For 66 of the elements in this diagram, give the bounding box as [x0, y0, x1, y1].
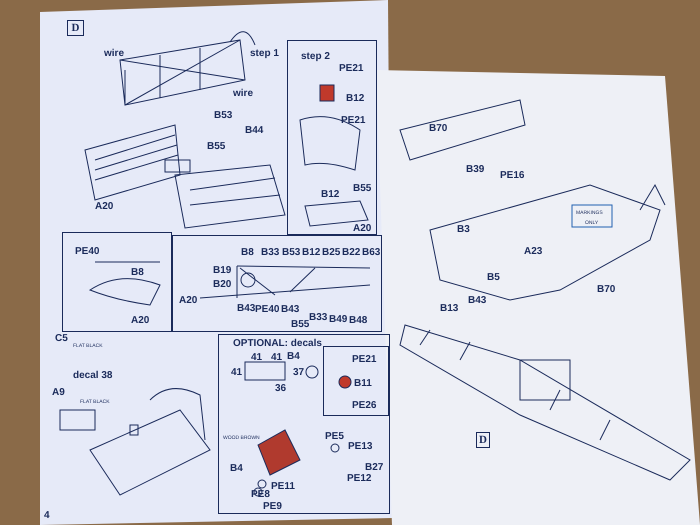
decal-number: 41 — [251, 352, 262, 363]
part-number: B43 — [237, 303, 256, 314]
step-label: OPTIONAL: decals — [233, 338, 322, 349]
part-number: PE26 — [352, 400, 376, 411]
part-number: PE40 — [75, 246, 100, 257]
part-number: A9 — [52, 387, 65, 398]
part-number: B33 — [309, 312, 328, 323]
step-label: step 2 — [301, 51, 330, 62]
part-number: PE12 — [347, 473, 372, 484]
part-number: decal 38 — [73, 370, 112, 381]
part-number: PE16 — [500, 170, 524, 181]
part-number: A23 — [524, 246, 542, 257]
part-number: PE9 — [263, 501, 282, 512]
part-number: B70 — [429, 123, 448, 134]
wire-label: wire — [104, 48, 124, 59]
part-number: A20 — [179, 295, 198, 306]
part-number: B20 — [213, 279, 232, 290]
part-number: PE13 — [348, 441, 372, 452]
part-number: B11 — [354, 378, 372, 389]
part-number: B3 — [457, 224, 470, 235]
decal-number: 41 — [231, 367, 242, 378]
decal-number: 36 — [275, 383, 286, 394]
part-number: A20 — [131, 315, 150, 326]
part-number: B12 — [346, 93, 364, 104]
part-number: B43 — [281, 304, 300, 315]
step-marker: D — [476, 432, 490, 448]
part-number: C5 — [55, 333, 68, 344]
part-number: PE21 — [339, 63, 364, 74]
part-number: B33 — [261, 247, 280, 258]
part-number: PE21 — [341, 115, 366, 126]
part-number: B39 — [466, 164, 484, 175]
part-number: B70 — [597, 284, 616, 295]
part-number: B53 — [214, 110, 232, 121]
part-number: PE40 — [255, 304, 280, 315]
part-number: B5 — [487, 272, 500, 283]
part-number: B19 — [213, 265, 232, 276]
part-number: B27 — [365, 462, 384, 473]
part-number: B63 — [362, 247, 380, 258]
part-number: A20 — [353, 223, 372, 234]
part-number: B25 — [322, 247, 340, 258]
step-marker: D — [67, 20, 84, 36]
part-number: B22 — [342, 247, 360, 258]
part-number: B4 — [230, 463, 243, 474]
part-number: B44 — [245, 125, 264, 136]
part-number: B43 — [468, 295, 486, 306]
part-number: PE21 — [352, 354, 376, 365]
wire-label: wire — [233, 88, 254, 99]
part-number: B13 — [440, 303, 458, 314]
page-number: 4 — [44, 510, 50, 521]
part-number: B8 — [131, 267, 144, 278]
decal-number: 41 — [271, 352, 282, 363]
part-number: PE8 — [251, 489, 270, 500]
part-number: B12 — [302, 247, 320, 258]
part-number: B55 — [291, 319, 310, 330]
part-number: PE11 — [271, 481, 295, 492]
decal-number: 37 — [293, 367, 304, 378]
part-number: B12 — [321, 189, 340, 200]
part-number: B4 — [287, 351, 300, 362]
part-number: B55 — [353, 183, 372, 194]
part-number: B48 — [349, 315, 368, 326]
part-number: B55 — [207, 141, 226, 152]
part-number: B8 — [241, 247, 254, 258]
part-number: B49 — [329, 314, 348, 325]
part-number: B53 — [282, 247, 300, 258]
part-number: A20 — [95, 201, 114, 212]
part-number: PE5 — [325, 431, 344, 442]
